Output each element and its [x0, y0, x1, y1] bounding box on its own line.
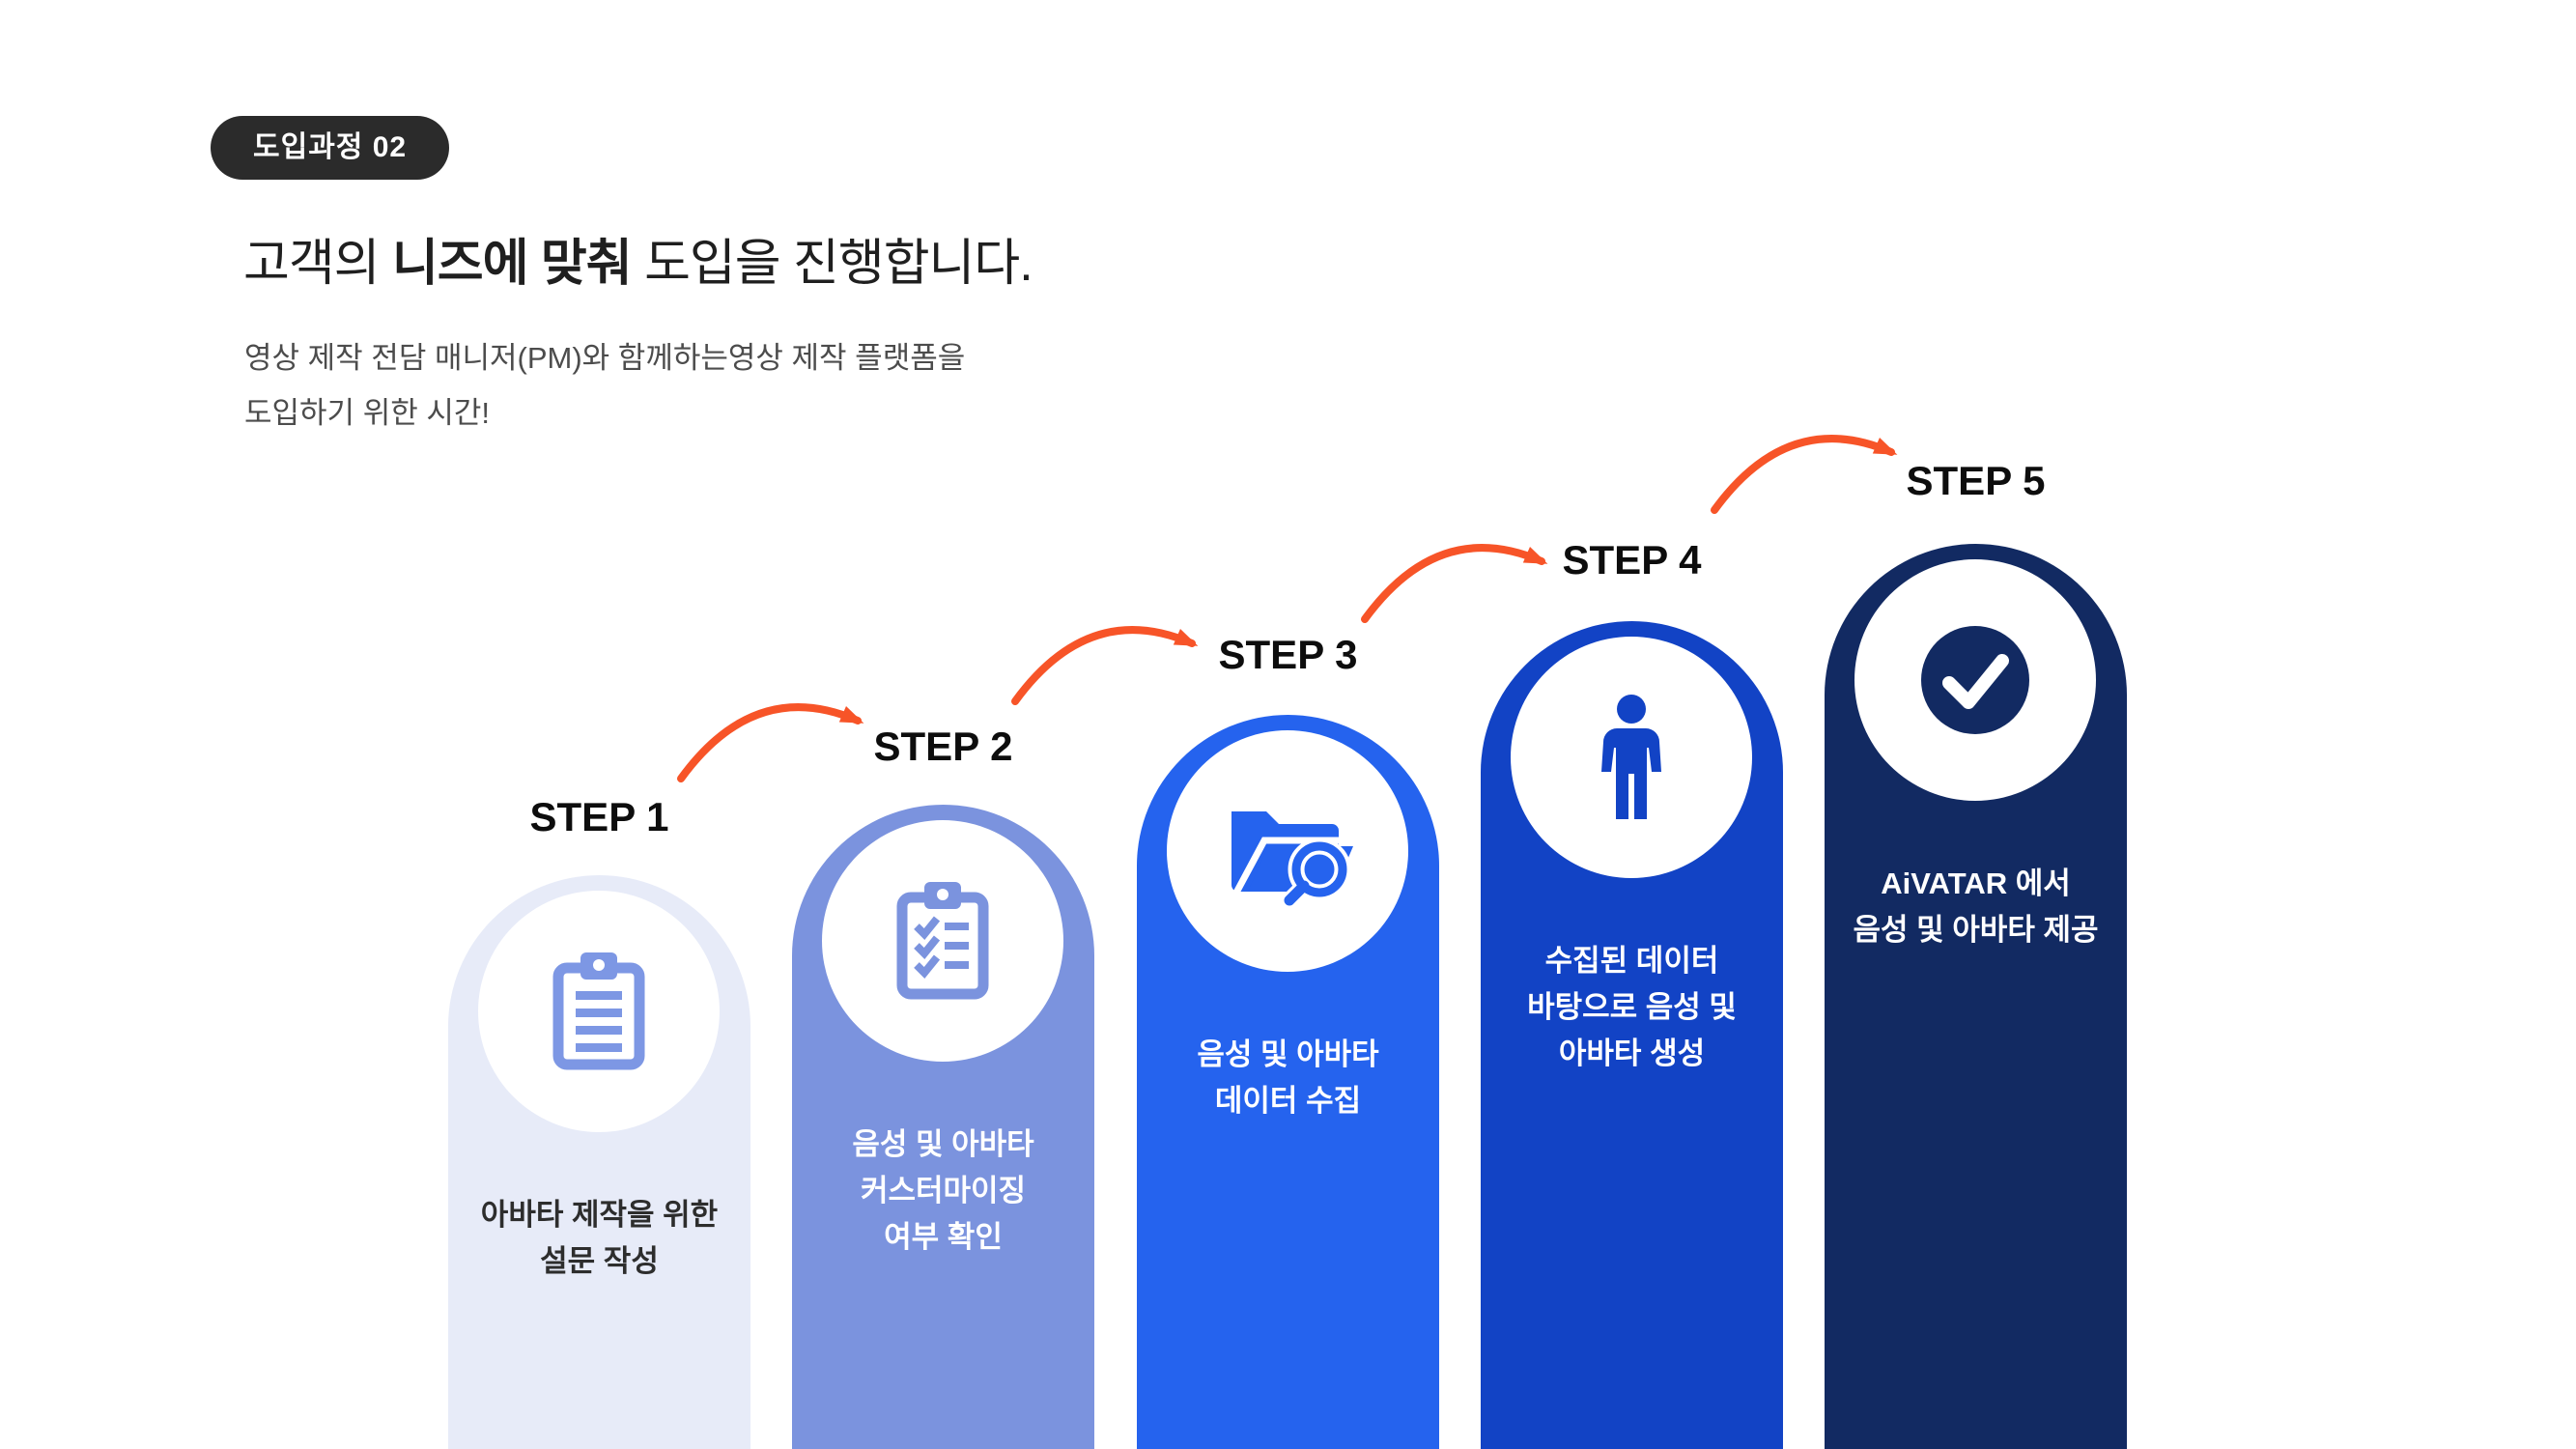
person-icon — [1601, 695, 1661, 819]
step-2-description: 음성 및 아바타 커스터마이징 여부 확인 — [792, 1122, 1094, 1261]
step-4-desc-line-1: 수집된 데이터 — [1544, 944, 1719, 978]
step-1-desc-line-2: 설문 작성 — [540, 1244, 659, 1278]
page-title: 고객의 니즈에 맞춰 도입을 진행합니다. — [243, 222, 1033, 295]
step-3-icon-circle — [1167, 730, 1408, 972]
curved-arrow-icon-1 — [677, 703, 864, 782]
section-badge: 도입과정 02 — [211, 116, 450, 180]
step-5-description: AiVATAR 에서 음성 및 아바타 제공 — [1825, 861, 2127, 953]
title-suffix: 도입을 진행합니다. — [631, 236, 1033, 292]
curved-arrow-icon-3 — [1361, 544, 1548, 623]
step-3-desc-line-1: 음성 및 아바타 — [1197, 1037, 1379, 1071]
step-1-desc-line-1: 아바타 제작을 위한 — [480, 1198, 719, 1232]
clipboard-icon — [552, 952, 645, 1070]
step-2-desc-line-2: 커스터마이징 — [860, 1174, 1027, 1208]
step-1-label: STEP 1 — [529, 794, 669, 839]
step-2-icon-circle — [822, 820, 1063, 1062]
step-2-desc-line-1: 음성 및 아바타 — [852, 1127, 1034, 1161]
step-3-column: 음성 및 아바타 데이터 수집 — [1137, 715, 1439, 1449]
step-2-desc-line-3: 여부 확인 — [884, 1220, 1003, 1254]
step-5-icon-circle — [1854, 559, 2096, 801]
step-3-label: STEP 3 — [1218, 632, 1358, 677]
step-3-desc-line-2: 데이터 수집 — [1214, 1084, 1362, 1118]
subtitle-line-1: 영상 제작 전담 매니저(PM)와 함께하는영상 제작 플랫폼을 — [244, 341, 966, 375]
step-2-column: 음성 및 아바타 커스터마이징 여부 확인 — [792, 805, 1094, 1449]
step-5-label: STEP 5 — [1906, 458, 2046, 503]
step-4-desc-line-2: 바탕으로 음성 및 — [1527, 990, 1737, 1024]
checklist-icon — [896, 882, 989, 1000]
title-emphasis: 니즈에 맞춰 — [391, 236, 633, 292]
step-4-icon-circle — [1511, 637, 1752, 878]
step-5-desc-line-1: AiVATAR 에서 — [1881, 867, 2071, 900]
step-4-column: 수집된 데이터 바탕으로 음성 및 아바타 생성 — [1481, 621, 1783, 1449]
curved-arrow-icon-4 — [1711, 435, 1898, 514]
subtitle-line-2: 도입하기 위한 시간! — [244, 396, 490, 430]
step-1-column: 아바타 제작을 위한 설문 작성 — [448, 875, 750, 1449]
step-1-description: 아바타 제작을 위한 설문 작성 — [448, 1192, 750, 1285]
step-5-desc-line-2: 음성 및 아바타 제공 — [1853, 913, 2099, 947]
folder-search-icon — [1231, 811, 1353, 910]
step-4-label: STEP 4 — [1562, 537, 1702, 582]
step-5-column: AiVATAR 에서 음성 및 아바타 제공 — [1825, 544, 2127, 1449]
step-1-icon-circle — [478, 891, 720, 1132]
curved-arrow-icon-2 — [1011, 626, 1199, 705]
page-subtitle: 영상 제작 전담 매니저(PM)와 함께하는영상 제작 플랫폼을 도입하기 위한… — [244, 330, 965, 440]
check-circle-icon — [1921, 626, 2029, 734]
step-3-description: 음성 및 아바타 데이터 수집 — [1137, 1032, 1439, 1124]
step-2-label: STEP 2 — [873, 724, 1013, 769]
step-4-description: 수집된 데이터 바탕으로 음성 및 아바타 생성 — [1481, 938, 1783, 1077]
step-4-desc-line-3: 아바타 생성 — [1558, 1037, 1706, 1070]
title-prefix: 고객의 — [243, 236, 392, 292]
